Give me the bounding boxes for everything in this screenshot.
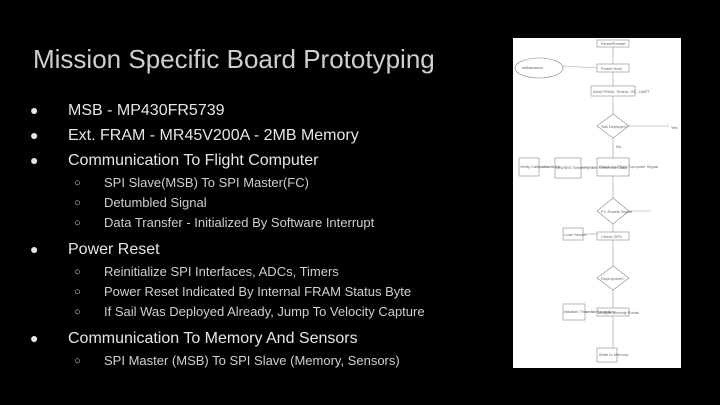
bullet-dot-icon: ● [30,102,39,118]
bullet-dot-icon: ● [30,127,39,143]
bullet-text: Power Reset [68,241,160,258]
flow-node-calibration [518,157,540,177]
sub-bullet-text: Data Transfer - Initialized By Software … [104,215,375,230]
flow-label: Sail Deployed? [601,124,629,129]
sub-bullet-item: ○ If Sail Was Deployed Already, Jump To V… [30,302,480,322]
flow-label: Power Hold [601,66,622,71]
flow-label: Deployment? [601,276,625,281]
sub-bullet-item: ○ SPI Master (MSB) To SPI Slave (Memory, … [30,351,480,371]
bullet-dot-icon: ● [30,152,39,168]
flow-label: Initialize Timer for Recording [564,309,615,314]
flow-label: Verify Calibration Data [520,164,561,169]
bullet-dot-icon: ● [30,330,39,346]
flowchart-diagram: Reset/Restart Initialization Power Hold … [513,38,681,368]
flow-decision-sail [596,113,630,139]
flow-node-gps [596,231,630,241]
flow-label: Inital FRAM, Timers, I2C, UART [593,89,650,94]
flowchart-svg: Reset/Restart Initialization Power Hold … [514,39,678,363]
sub-bullet-circle-icon: ○ [74,217,81,229]
flow-node-sensor [562,227,584,241]
flow-node-telemetry [554,157,582,179]
sub-bullet-text: Power Reset Indicated By Internal FRAM S… [104,284,412,299]
flow-node-reset [596,39,630,48]
sub-bullet-text: If Sail Was Deployed Already, Jump To Ve… [104,304,425,319]
sub-bullet-item: ○ Power Reset Indicated By Internal FRAM … [30,282,480,302]
flow-node-memory [596,347,618,363]
bullet-item: ● Ext. FRAM - MR45V200A - 2MB Memory [30,123,480,148]
slide-title: Mission Specific Board Prototyping [33,44,435,74]
flow-cloud-init [514,57,564,79]
bullet-item: ● Communication To Memory And Sensors [30,326,480,351]
sub-bullet-circle-icon: ○ [74,286,81,298]
sub-bullet-item: ○ Reinitialize SPI Interfaces, ADCs, Time… [30,262,480,282]
flow-label: No [616,144,622,149]
flow-label: Initialization [522,65,543,70]
bullet-dot-icon: ● [30,241,39,257]
flow-label: Load Sensor [564,232,587,237]
flow-node-power [596,63,630,73]
sub-bullet-text: Reinitialize SPI Interfaces, ADCs, Timer… [104,264,339,279]
flow-node-check-fc [596,157,630,177]
flow-label: Reset/Restart [601,41,626,46]
flow-label: LIN/RES Telemetry and Reference Data [556,165,628,170]
flow-label: Write to Memory [599,352,628,357]
sub-bullet-text: SPI Master (MSB) To SPI Slave (Memory, S… [104,353,400,368]
sub-bullet-circle-icon: ○ [74,177,81,189]
flow-label: Yes [671,125,678,130]
flow-node-timer [596,307,630,317]
sub-bullet-circle-icon: ○ [74,355,81,367]
flow-label: Check GPS [601,234,622,239]
sub-bullet-circle-icon: ○ [74,266,81,278]
bullet-text: MSB - MP430FR5739 [68,102,225,119]
sub-bullet-item: ○ SPI Slave(MSB) To SPI Master(FC) [30,173,480,193]
flow-decision-deploy [596,265,630,291]
flow-node-velocity [562,303,586,321]
bullet-item: ● MSB - MP430FR5739 [30,98,480,123]
sub-bullet-text: Detumbled Signal [104,195,207,210]
sub-bullet-item: ○ Data Transfer - Initialized By Software… [30,213,480,233]
bullet-text: Communication To Memory And Sensors [68,330,358,347]
flow-label: Check for Flight Computer Signal [599,164,658,169]
bullet-list: ● MSB - MP430FR5739 ● Ext. FRAM - MR45V200… [30,98,480,371]
flow-label: Multiple Velocity Points [598,310,639,315]
flow-label: FC Enable Signal [601,209,632,214]
flow-decision-enable [596,197,630,225]
bullet-item: ● Communication To Flight Computer [30,148,480,173]
sub-bullet-circle-icon: ○ [74,197,81,209]
flow-node-init [590,85,636,97]
sub-bullet-text: SPI Slave(MSB) To SPI Master(FC) [104,175,309,190]
bullet-item: ● Power Reset [30,237,480,262]
bullet-text: Ext. FRAM - MR45V200A - 2MB Memory [68,127,359,144]
bullet-text: Communication To Flight Computer [68,152,319,169]
sub-bullet-circle-icon: ○ [74,306,81,318]
sub-bullet-item: ○ Detumbled Signal [30,193,480,213]
